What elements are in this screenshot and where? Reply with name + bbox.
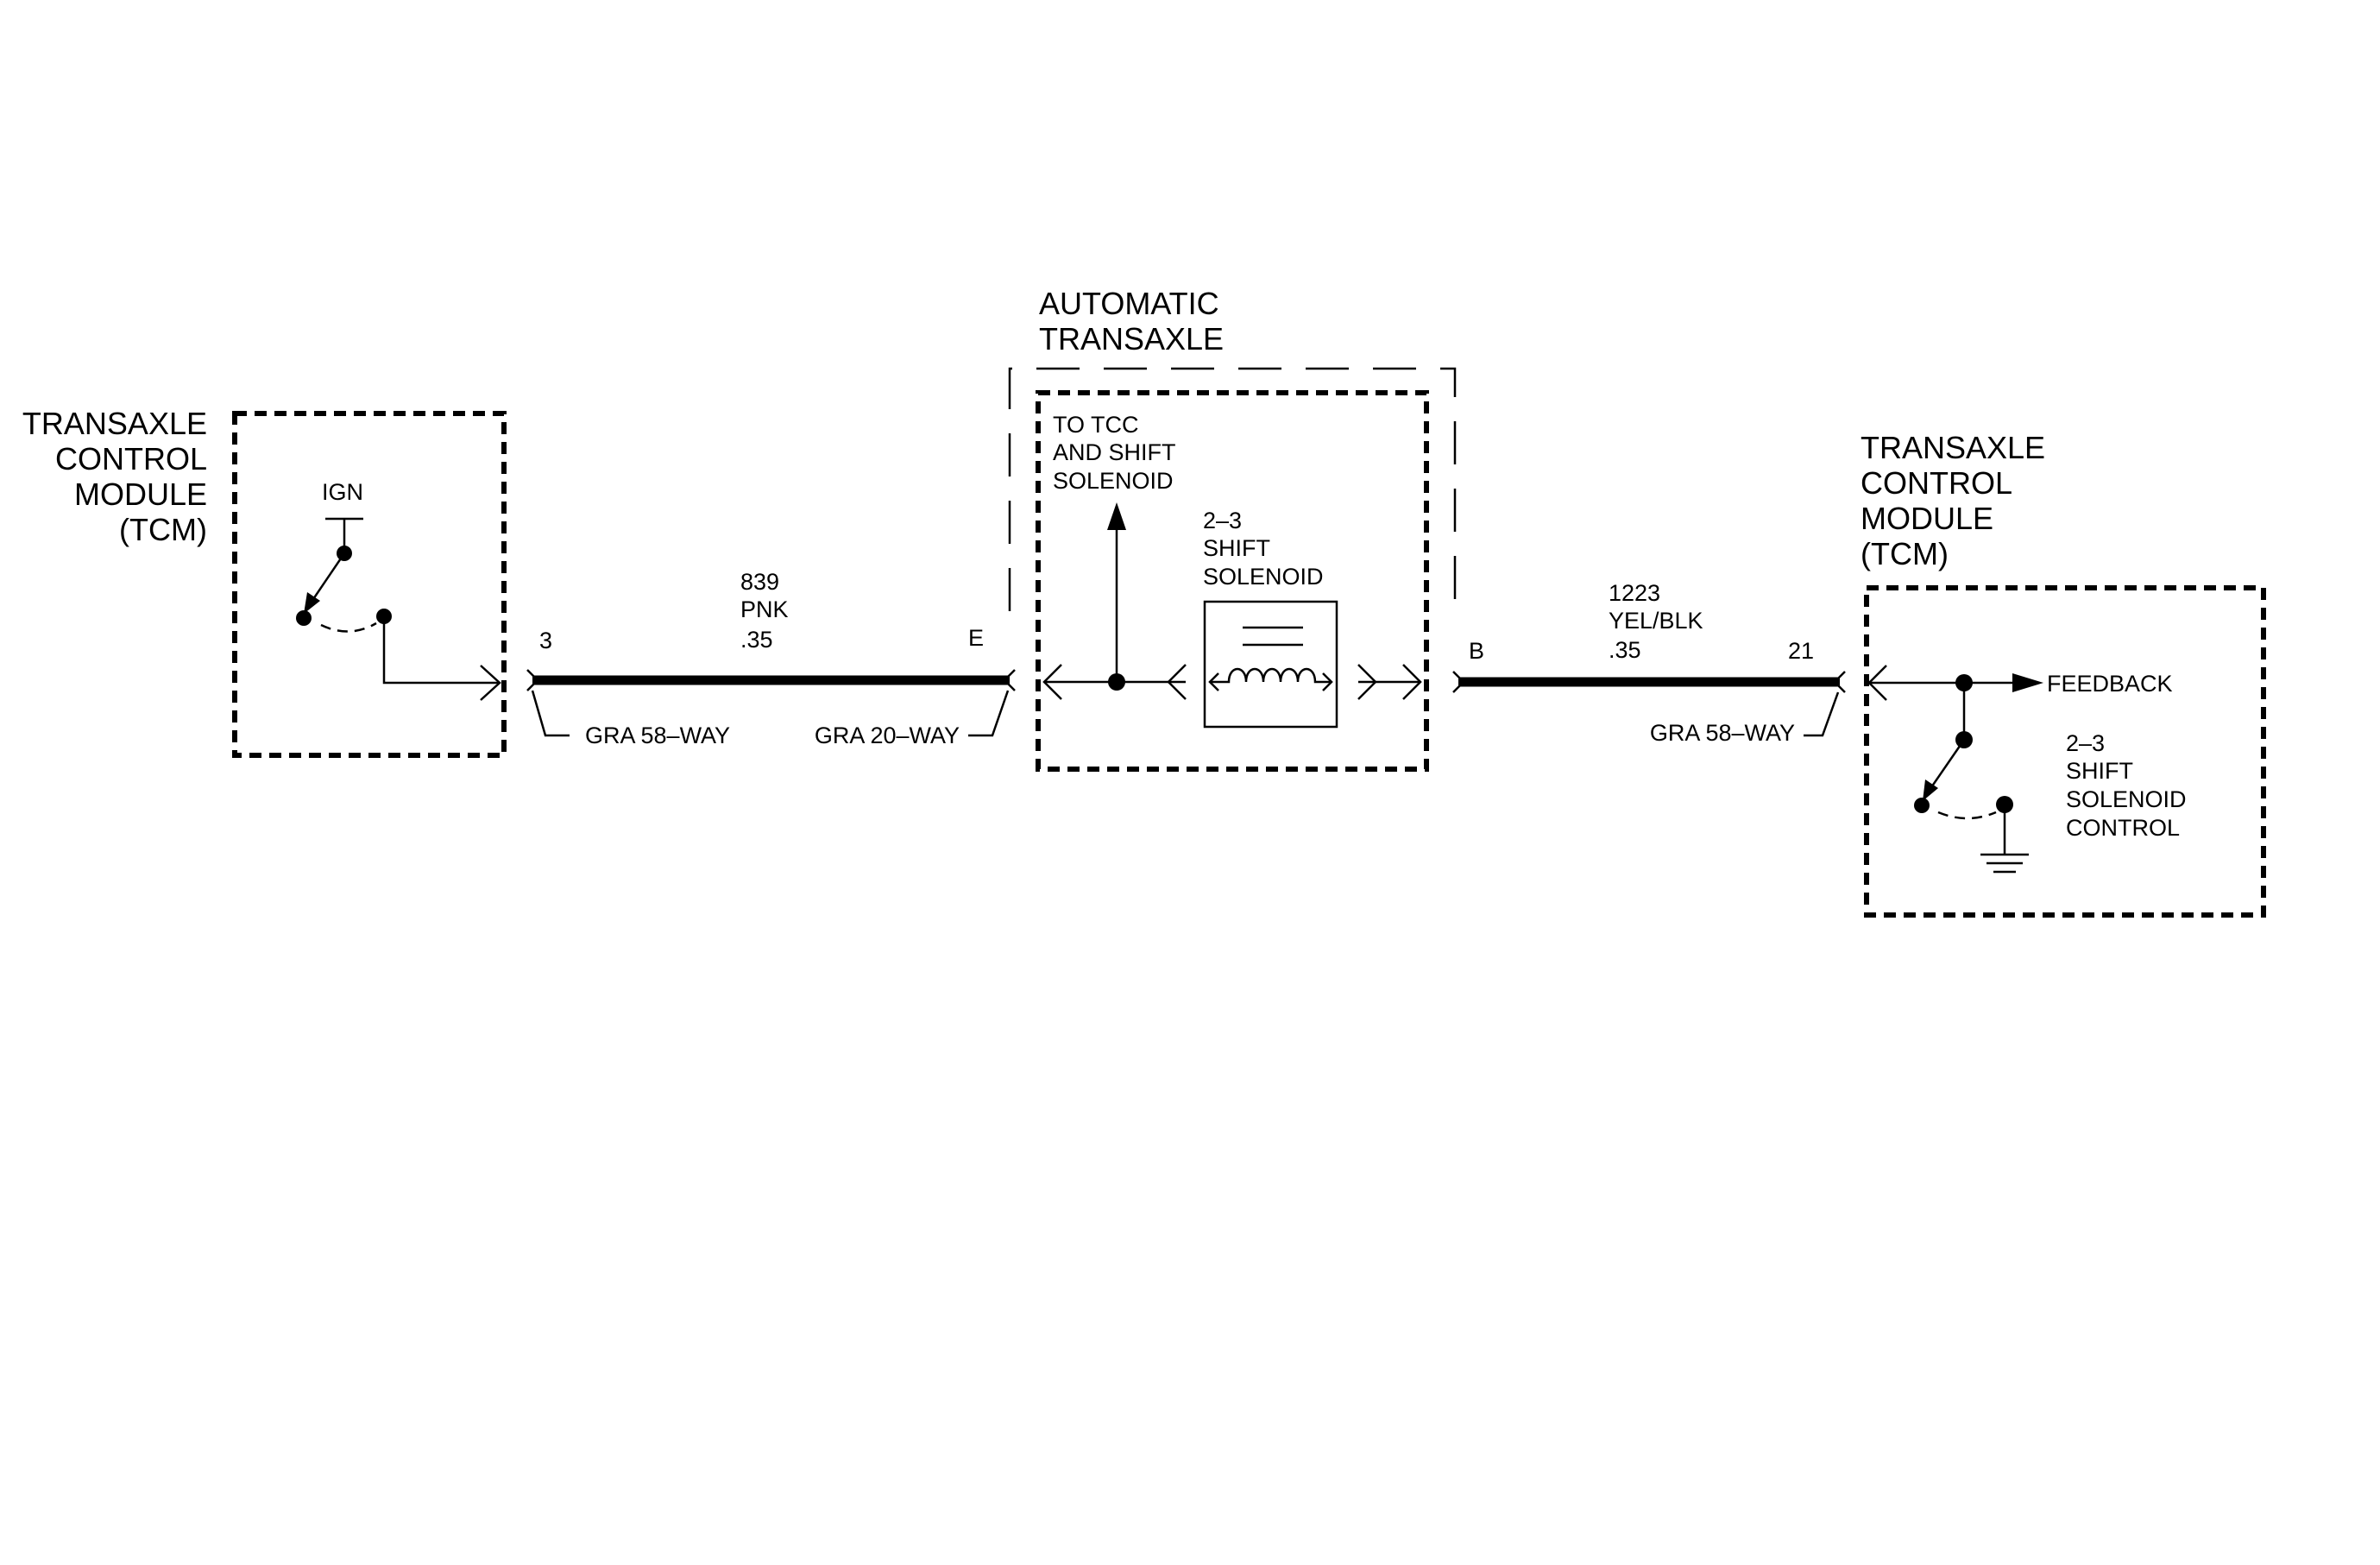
right-tcm: TRANSAXLE CONTROL MODULE (TCM) FEEDBACK … bbox=[1861, 430, 2266, 918]
left-tcm-title-line-1: TRANSAXLE bbox=[22, 406, 207, 441]
automatic-transaxle: AUTOMATIC TRANSAXLE TO TCC AND SHIFT SOL… bbox=[1008, 286, 1457, 772]
wire-839-pin-right: E bbox=[968, 625, 984, 651]
control-label-line-2: SHIFT bbox=[2066, 758, 2133, 784]
control-switch-arrowhead bbox=[1923, 779, 1938, 801]
ign-switch-blade bbox=[308, 552, 346, 605]
transaxle-title-line-2: TRANSAXLE bbox=[1039, 321, 1224, 357]
control-label-line-4: CONTROL bbox=[2066, 815, 2180, 841]
left-tcm: TRANSAXLE CONTROL MODULE (TCM) IGN bbox=[22, 406, 507, 758]
solenoid-right-terminal bbox=[1357, 664, 1377, 700]
transaxle-note-line-3: SOLENOID bbox=[1053, 468, 1174, 494]
right-tcm-title-line-1: TRANSAXLE bbox=[1861, 430, 2045, 465]
wire-839-left-end-mark bbox=[526, 669, 539, 691]
ign-output-line bbox=[382, 616, 499, 685]
transaxle-inner-boundary bbox=[1036, 390, 1429, 772]
wire-839: 839 PNK .35 3 E GRA 58–WAY GRA 20–WAY bbox=[526, 569, 1016, 748]
left-tcm-title-line-3: MODULE bbox=[74, 476, 207, 512]
transaxle-outer-boundary bbox=[1008, 367, 1457, 611]
wire-1223: 1223 YEL/BLK .35 B 21 GRA 58–WAY bbox=[1452, 580, 1846, 746]
left-tcm-title-line-2: CONTROL bbox=[55, 441, 207, 476]
right-tcm-title-line-2: CONTROL bbox=[1861, 465, 2012, 501]
wire-839-right-end-mark bbox=[1003, 669, 1016, 691]
control-switch-blade bbox=[1926, 739, 1966, 793]
wire-1223-gauge: .35 bbox=[1609, 637, 1641, 663]
tcc-feed-arrowhead bbox=[1107, 502, 1126, 530]
right-tcm-title-line-3: MODULE bbox=[1861, 501, 1993, 536]
wire-1223-circuit: 1223 bbox=[1609, 580, 1660, 606]
ign-switch-travel bbox=[320, 622, 377, 633]
wire-839-color: PNK bbox=[740, 596, 789, 622]
transaxle-left-terminal bbox=[1042, 664, 1062, 700]
control-label-line-3: SOLENOID bbox=[2066, 786, 2187, 812]
connector-left-bracket bbox=[531, 690, 570, 737]
control-switch-travel bbox=[1937, 811, 1997, 820]
connector-58way-label: GRA 58–WAY bbox=[1650, 720, 1795, 746]
wire-1223-right-end-mark bbox=[1833, 671, 1846, 693]
solenoid-coil-left-arrow bbox=[1208, 672, 1219, 691]
left-tcm-output-terminal bbox=[480, 665, 501, 701]
transaxle-note-line-1: TO TCC bbox=[1053, 412, 1139, 438]
shift-solenoid-symbol bbox=[1203, 600, 1338, 729]
ign-switch-pivot bbox=[296, 610, 312, 626]
feedback-arrowhead bbox=[2012, 673, 2043, 692]
solenoid-label-line-1: 2–3 bbox=[1203, 508, 1242, 533]
transaxle-right-terminal bbox=[1402, 664, 1422, 700]
connector-left-label: GRA 58–WAY bbox=[585, 723, 730, 748]
wire-1223-color: YEL/BLK bbox=[1609, 608, 1703, 634]
right-tcm-boundary bbox=[1864, 585, 2266, 918]
right-tcm-title-line-4: (TCM) bbox=[1861, 536, 1949, 571]
wire-1223-pin-left: B bbox=[1469, 638, 1484, 664]
solenoid-label-line-3: SOLENOID bbox=[1203, 564, 1324, 590]
wire-839-gauge: .35 bbox=[740, 627, 773, 653]
transaxle-title-line-1: AUTOMATIC bbox=[1039, 286, 1219, 321]
wire-1223-pin-right: 21 bbox=[1788, 638, 1814, 664]
wire-839-circuit: 839 bbox=[740, 569, 779, 595]
ign-switch-arrowhead bbox=[304, 592, 320, 614]
solenoid-left-terminal bbox=[1167, 664, 1187, 700]
solenoid-coil-right-arrow bbox=[1322, 672, 1333, 691]
transaxle-note-line-2: AND SHIFT bbox=[1053, 439, 1176, 465]
ign-label: IGN bbox=[322, 479, 363, 505]
connector-right-label: GRA 20–WAY bbox=[815, 723, 960, 748]
connector-58way-bracket bbox=[1804, 691, 1840, 737]
wire-839-pin-left: 3 bbox=[539, 628, 552, 653]
feedback-label: FEEDBACK bbox=[2047, 671, 2173, 697]
right-tcm-input-terminal bbox=[1867, 665, 1887, 701]
connector-right-bracket bbox=[968, 690, 1010, 737]
solenoid-label-line-2: SHIFT bbox=[1203, 535, 1270, 561]
solenoid-coil bbox=[1210, 667, 1332, 684]
control-switch-pivot bbox=[1914, 798, 1930, 813]
wire-1223-left-end-mark bbox=[1452, 671, 1465, 693]
left-tcm-title-line-4: (TCM) bbox=[119, 512, 207, 547]
control-label-line-1: 2–3 bbox=[2066, 730, 2105, 756]
left-tcm-boundary bbox=[232, 411, 507, 758]
